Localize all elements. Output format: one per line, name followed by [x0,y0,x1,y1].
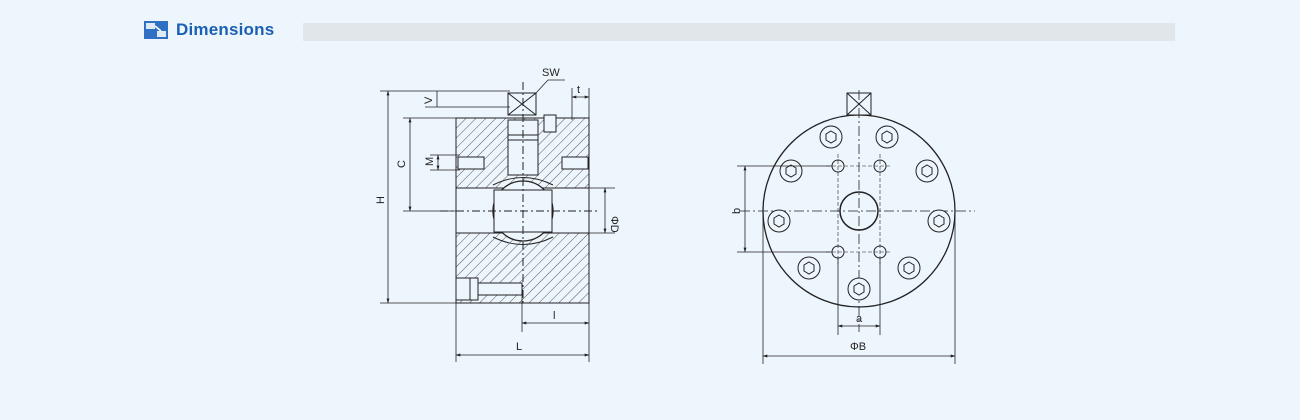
label-h: H [375,196,387,204]
label-l-small: l [553,310,555,322]
bolt-hole [819,125,843,149]
bolt-hole [875,125,899,149]
bolt-hole [767,209,791,233]
front-labels: b a ΦB [731,208,866,353]
side-section-view [440,82,600,305]
label-m: M [424,157,436,166]
label-l-big: L [516,341,522,353]
label-c: C [396,160,408,168]
bolt-hole [779,159,803,183]
section-title: Dimensions [176,20,275,39]
label-b: b [731,208,743,214]
label-v: V [423,96,435,104]
bolt-hole [897,256,921,280]
label-phi-b: ΦB [850,341,866,353]
title-bar [303,23,1175,41]
label-sw: SW [542,67,560,79]
bolt-hole [915,159,939,183]
bolt-hole [797,256,821,280]
label-t: t [577,84,580,96]
side-dimensions [380,79,615,362]
bolt-hole [927,209,951,233]
bolt-holes [767,125,951,301]
front-dimensions [737,165,956,364]
side-labels: SW t V C M H ΦD l L [375,67,620,353]
diagram-icon [144,21,168,39]
label-phi-d: ΦD [608,216,620,233]
bottom-bolt [455,277,479,301]
label-a: a [856,313,863,325]
section-header: Dimensions [144,20,274,40]
bolt-hole [847,277,871,301]
